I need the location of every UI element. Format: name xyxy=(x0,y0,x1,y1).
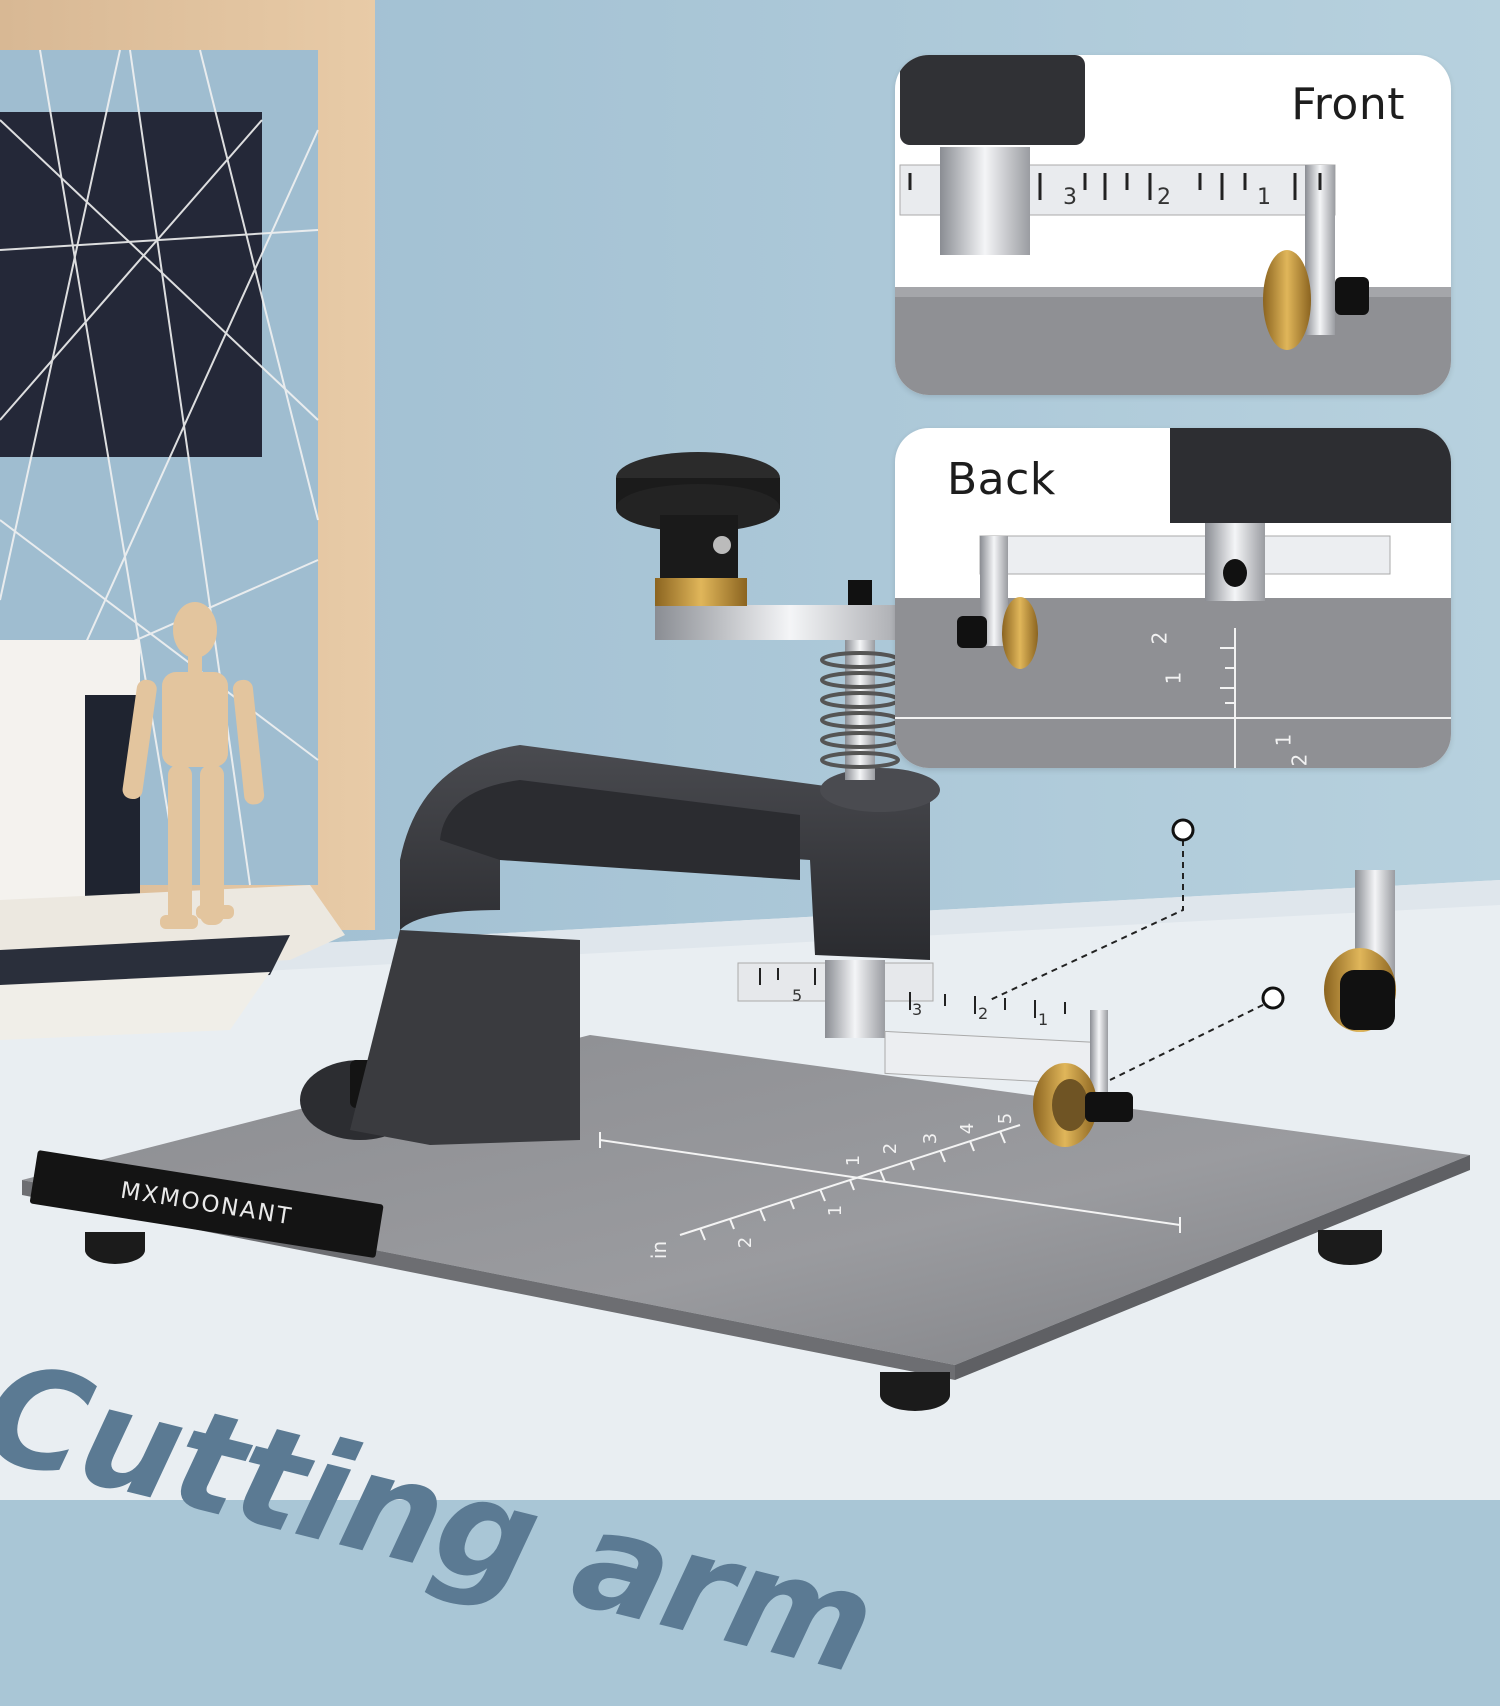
spring-shaft xyxy=(655,580,925,780)
arm-ruler-mark-5: 5 xyxy=(792,986,803,1005)
front-ruler-mark-3: 3 xyxy=(1063,185,1077,210)
base-ruler-top-1: 1 xyxy=(843,1154,865,1167)
base-ruler-side-2: 2 xyxy=(735,1236,757,1249)
back-base-mark-1b: 1 xyxy=(1271,733,1296,747)
arm-ruler-mark-1: 1 xyxy=(1038,1010,1049,1029)
callout-dot-top xyxy=(1171,818,1195,842)
arm-ruler-mark-3: 3 xyxy=(912,1000,923,1019)
wooden-mannequin xyxy=(122,602,265,929)
base-ruler-side-1: 1 xyxy=(825,1204,847,1217)
wheel-closeup xyxy=(1324,870,1396,1032)
front-view-illustration xyxy=(895,55,1451,395)
adjustment-knob xyxy=(616,452,780,606)
base-ruler-top-2: 2 xyxy=(880,1142,902,1155)
back-view-inset: 2 1 1 2 Back xyxy=(895,428,1451,768)
front-ruler-mark-2: 2 xyxy=(1157,185,1171,210)
front-ruler-mark-1: 1 xyxy=(1257,185,1271,210)
wooden-frame xyxy=(0,0,375,930)
base-ruler-top-4: 4 xyxy=(957,1122,979,1135)
front-view-inset: 3 2 1 Front xyxy=(895,55,1451,395)
back-base-mark-2b: 2 xyxy=(1287,753,1312,767)
back-base-mark-1: 1 xyxy=(1161,671,1186,685)
front-label: Front xyxy=(1291,79,1405,130)
base-ruler-top-5: 5 xyxy=(995,1112,1017,1125)
cast-iron-arm xyxy=(300,745,940,1145)
back-base-mark-2: 2 xyxy=(1147,631,1172,645)
base-ruler-unit: in xyxy=(647,1240,672,1260)
desk-books xyxy=(0,640,345,1040)
callout-lines xyxy=(989,840,1274,1081)
base-ruler-top-3: 3 xyxy=(920,1132,942,1145)
back-label: Back xyxy=(947,454,1056,505)
cutting-wheel xyxy=(1033,1063,1133,1147)
arm-ruler-mark-2: 2 xyxy=(978,1004,989,1023)
callout-dot-bottom xyxy=(1261,986,1285,1010)
back-view-illustration xyxy=(895,428,1451,768)
